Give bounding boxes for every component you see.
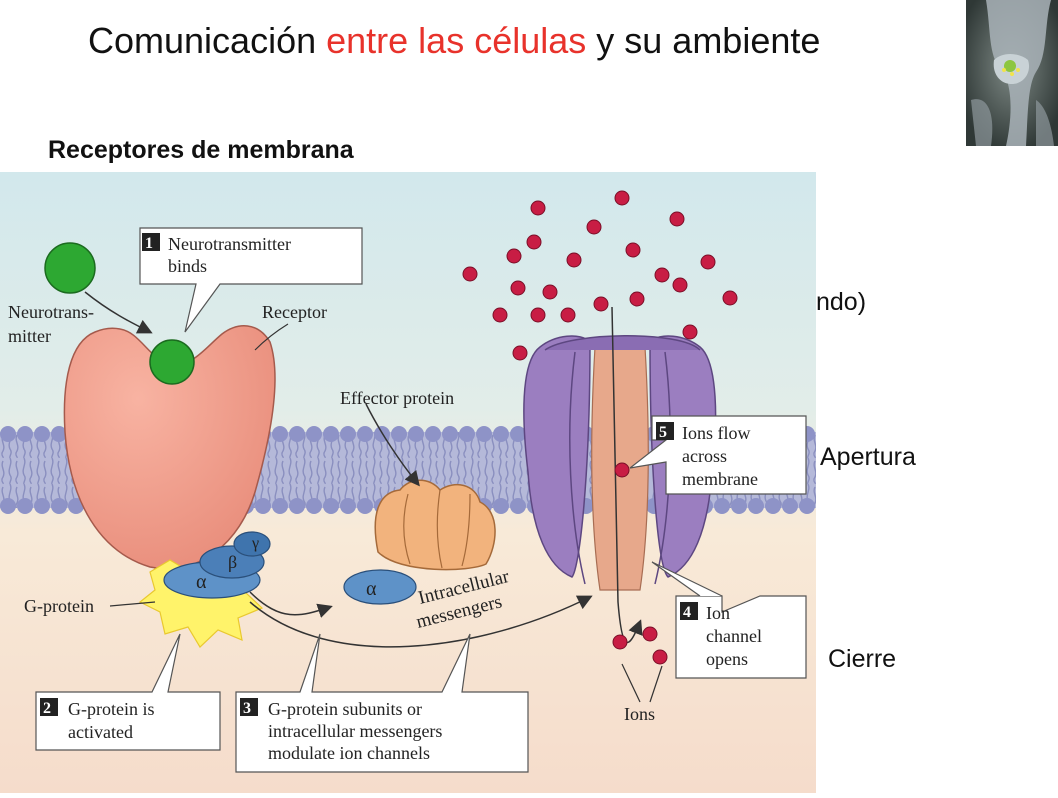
alpha-label-2: α	[366, 578, 377, 600]
step-2-number: 2	[43, 700, 51, 717]
step-callout-1: 1 Neurotransmitter binds	[139, 227, 363, 333]
step-callout-5: 5 Ions flow across membrane	[629, 415, 807, 495]
step-4-number: 4	[683, 604, 691, 621]
step-callout-3: 3 G-protein subunits or intracellular me…	[235, 633, 529, 773]
ion-particles	[462, 190, 738, 665]
alpha-label: α	[196, 571, 207, 593]
step-3-line3: modulate ion channels	[268, 743, 430, 763]
receptor-label: Receptor	[262, 302, 327, 322]
g-protein-label: G-protein	[24, 596, 94, 616]
effector-protein	[374, 479, 496, 571]
step-3-line2: intracellular messengers	[268, 721, 442, 741]
step-1-line1: Neurotransmitter	[168, 234, 291, 254]
title-part-1: Comunicación	[88, 20, 327, 61]
step-5-line3: membrane	[682, 469, 758, 489]
step-callout-2: 2 G-protein is activated	[35, 633, 221, 751]
neuron-synapse-image	[966, 0, 1058, 146]
side-label-apertura: Apertura	[820, 443, 916, 471]
neurotransmitter-label-2: mitter	[8, 326, 51, 346]
step-3-number: 3	[243, 700, 251, 717]
title-part-3: y su ambiente	[586, 20, 821, 61]
step-5-line2: across	[682, 446, 727, 466]
ion-channel	[523, 335, 717, 591]
side-label-cierre: Cierre	[828, 645, 897, 673]
g-alpha-subunit	[343, 569, 417, 605]
neurotransmitter-molecule	[44, 242, 96, 294]
step-1-line2: binds	[168, 256, 207, 276]
step-4-line3: opens	[706, 649, 748, 669]
bound-neurotransmitter	[149, 339, 195, 385]
step-5-line1: Ions flow	[682, 423, 751, 443]
receptor-diagram: α β γ α Neurotrans- mitter Receptor Effe…	[0, 172, 816, 793]
g-protein-complex	[163, 531, 271, 599]
step-4-line2: channel	[706, 626, 762, 646]
step-2-line1: G-protein is	[68, 699, 154, 719]
gamma-label: γ	[251, 535, 259, 552]
step-1-number: 1	[145, 235, 153, 252]
neurotransmitter-label-1: Neurotrans-	[8, 302, 94, 322]
title-part-2-highlight: entre las células	[326, 20, 587, 61]
ions-label: Ions	[624, 704, 655, 724]
step-callout-4: 4 Ion channel opens	[651, 561, 807, 679]
effector-protein-label: Effector protein	[340, 388, 454, 408]
step-4-line1: Ion	[706, 603, 730, 623]
step-5-number: 5	[659, 424, 667, 441]
step-3-line1: G-protein subunits or	[268, 699, 422, 719]
side-label-partial: ndo)	[816, 288, 867, 316]
slide-title: Comunicación entre las células y su ambi…	[88, 20, 820, 62]
beta-label: β	[228, 552, 237, 572]
step-2-line2: activated	[68, 722, 133, 742]
section-subtitle: Receptores de membrana	[48, 136, 354, 164]
